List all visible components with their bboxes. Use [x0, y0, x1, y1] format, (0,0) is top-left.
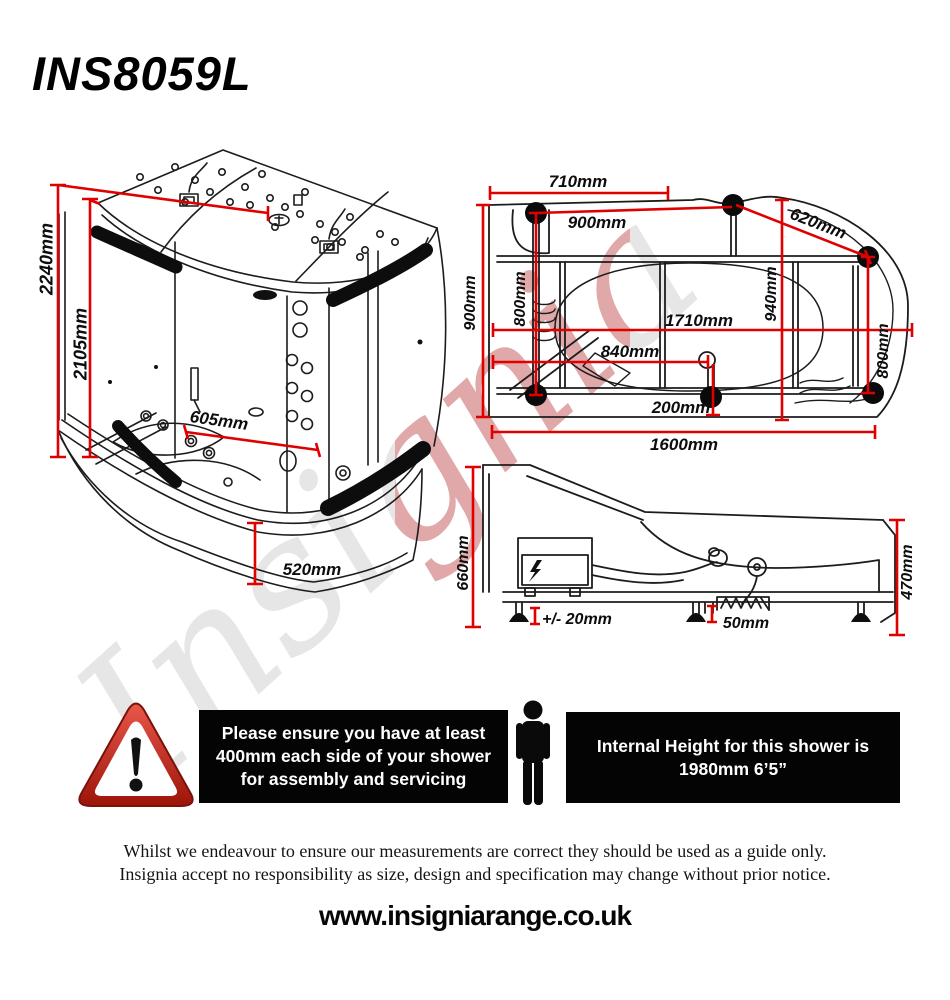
- plan-dim-1600: 1600mm: [649, 435, 719, 454]
- warning-triangle-icon: [78, 702, 194, 807]
- side-dim-20mm: +/- 20mm: [542, 611, 612, 628]
- isometric-shower-drawing: [50, 149, 447, 593]
- tinted-glass-bands: [90, 225, 433, 516]
- side-dim-470: 470mm: [899, 544, 916, 600]
- plan-dim-840: 840mm: [600, 342, 660, 361]
- iso-dimension-lines: [50, 183, 322, 586]
- iso-dim-2240: 2240mm: [36, 222, 57, 296]
- plan-dim-800r: 800mm: [875, 323, 892, 379]
- side-dim-50mm: 50mm: [722, 615, 770, 632]
- side-dimension-lines: [465, 465, 905, 637]
- plan-dim-710: 710mm: [548, 172, 608, 191]
- adjustable-feet: [509, 613, 871, 622]
- plan-view-drawing: [476, 186, 914, 439]
- assembly-notice-text: Please ensure you have at least 400mm ea…: [215, 723, 492, 789]
- vent-oval: [253, 290, 277, 300]
- electric-bolt-icon: [529, 560, 542, 582]
- side-view-drawing: [465, 464, 905, 637]
- plan-dim-800l: 800mm: [512, 271, 529, 327]
- disclaimer: Whilst we endeavour to ensure our measur…: [0, 840, 950, 887]
- person-height-icon: [516, 700, 550, 805]
- plan-dim-940: 940mm: [763, 266, 780, 322]
- side-dim-660: 660mm: [455, 535, 472, 591]
- page-title: INS8059L: [32, 47, 252, 100]
- internal-height-notice-box: Internal Height for this shower is 1980m…: [566, 712, 900, 803]
- plan-dim-1710: 1710mm: [664, 311, 734, 330]
- iso-dim-2105: 2105mm: [70, 307, 91, 381]
- plan-dimension-lines: [476, 186, 914, 439]
- plan-dim-900h: 900mm: [567, 213, 627, 232]
- plan-dim-200: 200mm: [651, 398, 711, 417]
- plan-dim-900v: 900mm: [462, 275, 479, 331]
- assembly-notice-box: Please ensure you have at least 400mm ea…: [199, 710, 508, 803]
- disclaimer-line1: Whilst we endeavour to ensure our measur…: [123, 841, 827, 861]
- iso-dim-520: 520mm: [282, 560, 342, 579]
- website-url: www.insigniarange.co.uk: [318, 900, 632, 931]
- internal-height-notice-text: Internal Height for this shower is 1980m…: [596, 735, 870, 779]
- disclaimer-line2: Insignia accept no responsibility as siz…: [119, 864, 831, 885]
- roof-jet-dots: [136, 162, 399, 262]
